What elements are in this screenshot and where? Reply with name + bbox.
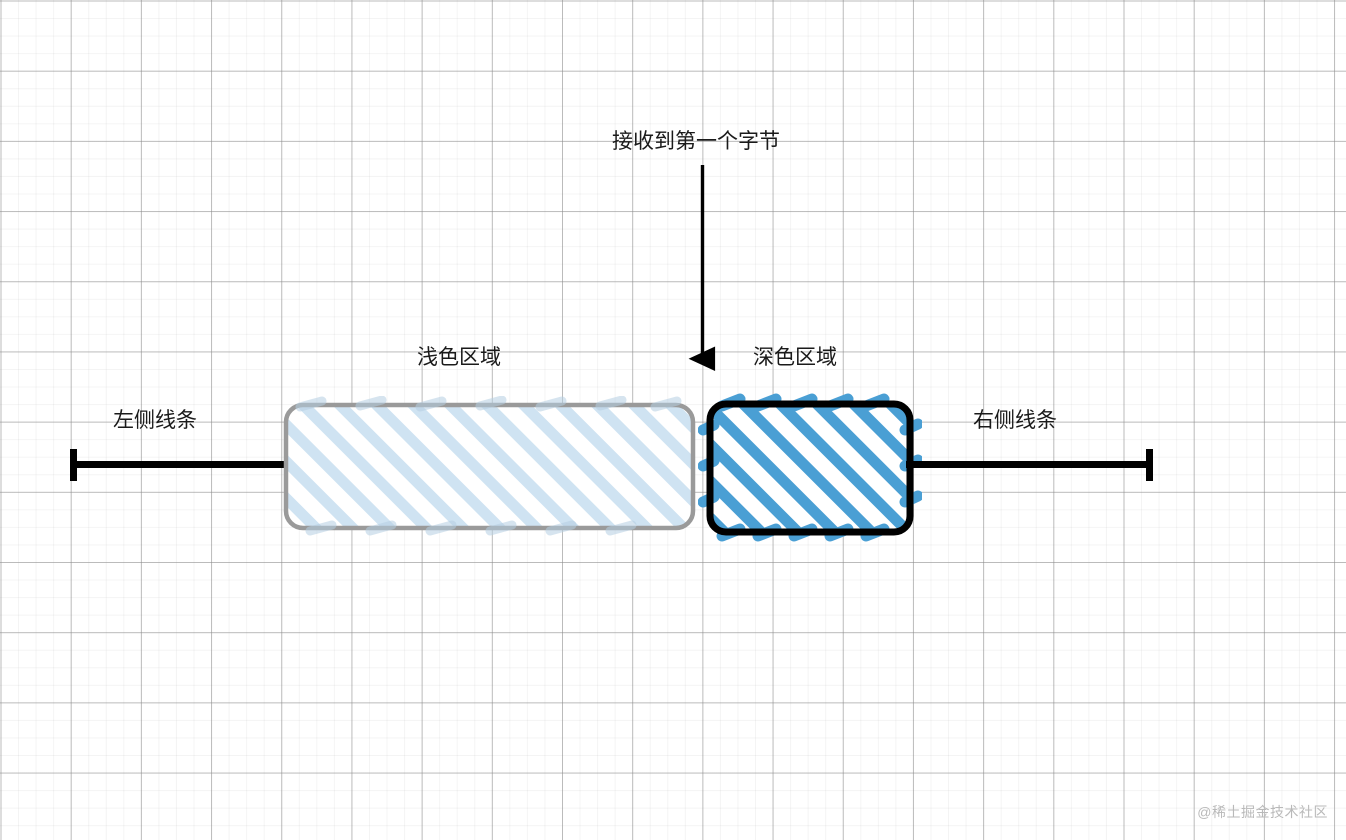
left-line-label: 左侧线条 [113, 409, 197, 432]
watermark: @稀土掘金技术社区 [1197, 804, 1328, 820]
light-region-box [283, 396, 696, 536]
page-title: 接收到第一个字节 [612, 130, 780, 153]
light-region-label: 浅色区域 [417, 346, 501, 369]
dark-region-label: 深色区域 [753, 346, 837, 369]
left-line-group [70, 449, 292, 481]
right-line-label: 右侧线条 [973, 409, 1057, 432]
dark-region-box [698, 393, 922, 542]
right-line-group [906, 449, 1153, 481]
